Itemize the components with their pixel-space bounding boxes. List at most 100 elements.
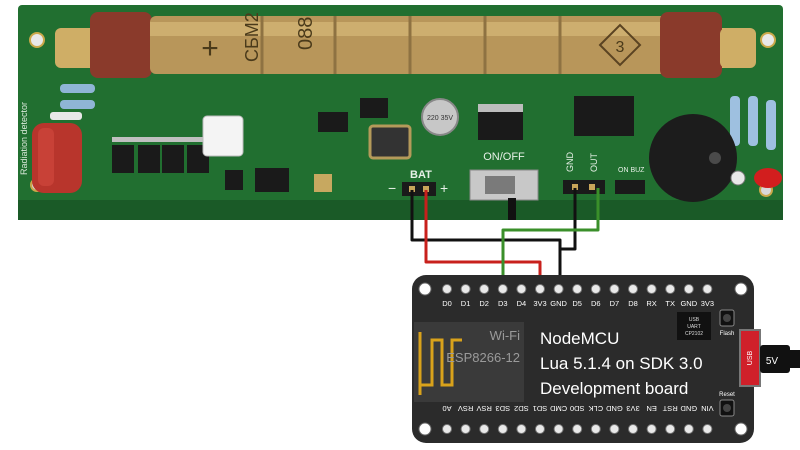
regulator bbox=[478, 110, 523, 140]
power-label: 5V bbox=[766, 356, 779, 367]
tube-marking-grade: 3 bbox=[616, 39, 625, 56]
detector-pcb: + СБМ2 088 3 Radiation detector bbox=[18, 5, 783, 220]
header-pin bbox=[460, 284, 471, 294]
switch-label: ON/OFF bbox=[483, 151, 525, 163]
pin-label: RSV bbox=[458, 404, 473, 413]
smd-component bbox=[255, 168, 289, 192]
pin-label: D6 bbox=[591, 299, 601, 308]
board-description: Development board bbox=[540, 379, 688, 398]
module-model-label: ESP8266-12 bbox=[446, 350, 520, 365]
pin-label: D3 bbox=[498, 299, 508, 308]
pin-label: GND bbox=[680, 299, 697, 308]
header-pin bbox=[683, 424, 694, 434]
pin-label: 3V3 bbox=[533, 299, 546, 308]
pin-label: CMD bbox=[549, 404, 567, 413]
pin-label: A0 bbox=[442, 404, 451, 413]
pcb-side-label: Radiation detector bbox=[19, 102, 29, 175]
pin-label: TX bbox=[665, 299, 675, 308]
header-pin bbox=[683, 284, 694, 294]
tube-marking-number: 088 bbox=[295, 17, 317, 50]
chip-label-model: CP2102 bbox=[685, 331, 703, 337]
usb-label: USB bbox=[747, 350, 754, 365]
bat-header bbox=[402, 182, 436, 196]
header-pin bbox=[572, 424, 583, 434]
pin-label: D2 bbox=[479, 299, 489, 308]
uart-chip bbox=[677, 312, 711, 340]
wires bbox=[410, 188, 600, 282]
wire-green-out bbox=[501, 188, 600, 282]
chip-label-usb: USB bbox=[689, 317, 700, 323]
header-pin bbox=[516, 424, 527, 434]
pin-label: D4 bbox=[517, 299, 527, 308]
pin-label: EN bbox=[646, 404, 656, 413]
header-pin bbox=[442, 284, 452, 294]
mount-hole bbox=[760, 32, 776, 48]
resistor bbox=[50, 84, 95, 120]
header-pin bbox=[442, 424, 452, 434]
buzzer-jumper bbox=[615, 180, 645, 194]
header-pin bbox=[535, 424, 545, 434]
antenna-trace bbox=[418, 332, 462, 395]
pin-label: SD1 bbox=[533, 404, 548, 413]
pin-label: CLK bbox=[589, 404, 604, 413]
pcb-shadow bbox=[18, 200, 783, 220]
electrolytic-capacitor bbox=[421, 98, 459, 136]
pin-label: GND bbox=[550, 299, 567, 308]
inductor bbox=[202, 115, 244, 157]
wire-black-bat bbox=[410, 190, 562, 282]
capacitor-label: 220 35V bbox=[427, 115, 453, 122]
header-pin bbox=[702, 284, 713, 294]
pin-label: D7 bbox=[610, 299, 620, 308]
header-pin bbox=[702, 424, 713, 434]
led bbox=[754, 168, 782, 188]
bat-label: BAT bbox=[410, 169, 432, 181]
header-pin bbox=[609, 424, 620, 434]
mount-hole bbox=[29, 32, 45, 48]
ic-chip bbox=[574, 96, 634, 136]
header-pin bbox=[553, 284, 564, 294]
header-pin bbox=[516, 284, 527, 294]
bat-plus-label: + bbox=[440, 180, 448, 196]
pin-label: SD0 bbox=[570, 404, 585, 413]
reset-label: Reset bbox=[719, 392, 735, 398]
header-pin bbox=[665, 424, 676, 434]
header-pin bbox=[609, 284, 620, 294]
header-pin bbox=[590, 284, 601, 294]
usb-cable-plug bbox=[760, 345, 790, 373]
smd-component bbox=[225, 170, 243, 190]
chip-label-uart: UART bbox=[687, 324, 701, 330]
header-pin bbox=[535, 284, 545, 294]
pin-label: 3V3 bbox=[626, 404, 639, 413]
wire-red-bat bbox=[424, 190, 542, 282]
geiger-tube: + СБМ2 088 3 bbox=[55, 12, 756, 78]
pin-label: SD3 bbox=[496, 404, 511, 413]
flash-label: Flash bbox=[720, 331, 735, 337]
pin-label: RX bbox=[646, 299, 656, 308]
header-pin bbox=[479, 424, 490, 434]
pin-label: VIN bbox=[701, 404, 714, 413]
pin-label: D0 bbox=[442, 299, 452, 308]
header-pin bbox=[646, 424, 657, 434]
module-wifi-label: Wi-Fi bbox=[490, 328, 520, 343]
coil bbox=[368, 124, 412, 160]
pin-label: D5 bbox=[572, 299, 582, 308]
tube-marking-plus: + bbox=[201, 32, 219, 65]
pin-label: D1 bbox=[461, 299, 471, 308]
header-pin bbox=[553, 424, 564, 434]
header-pin bbox=[665, 284, 676, 294]
buzzer bbox=[649, 114, 737, 202]
smd-component bbox=[318, 112, 348, 132]
pin-label: GND bbox=[605, 404, 622, 413]
header-pin bbox=[646, 284, 657, 294]
header-pin bbox=[479, 284, 490, 294]
buzzer-jumper-label: ON BUZ bbox=[618, 167, 645, 174]
header-pin bbox=[460, 424, 471, 434]
header-pin bbox=[628, 424, 638, 434]
pin-label: GND bbox=[680, 404, 697, 413]
pin-label: 3V3 bbox=[701, 299, 714, 308]
header-pin bbox=[497, 284, 508, 294]
